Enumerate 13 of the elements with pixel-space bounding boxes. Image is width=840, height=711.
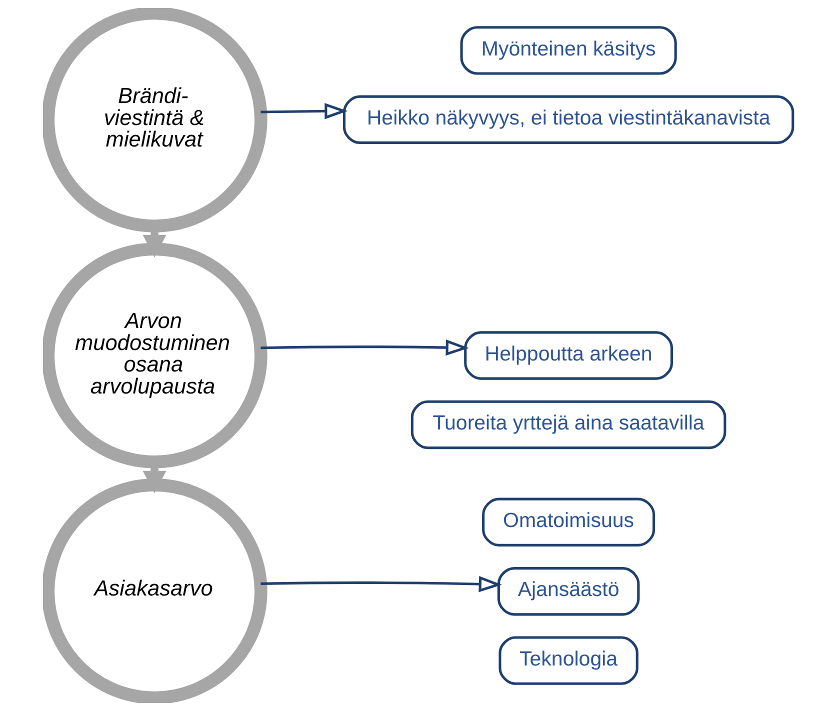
- node-box: Helppoutta arkeen: [464, 331, 673, 380]
- node-circle: Arvon muodostuminen osana arvolupausta: [42, 242, 267, 468]
- node-box: Heikko näkyvyys, ei tietoa viestintäkanavista: [342, 95, 794, 144]
- node-box: Ajansäästö: [496, 567, 640, 616]
- node-circle: Brändi- viestintä & mielikuvat: [42, 8, 267, 232]
- node-box: Myönteinen käsitys: [460, 26, 676, 75]
- node-box: Omatoimisuus: [482, 498, 655, 546]
- arrow: [260, 103, 348, 120]
- arrow: [260, 576, 502, 592]
- node-box: Tuoreita yrttejä aina saatavilla: [410, 400, 726, 450]
- node-circle: Asiakasarvo: [42, 478, 267, 703]
- arrow: [260, 339, 468, 356]
- node-box: Teknologia: [498, 636, 638, 685]
